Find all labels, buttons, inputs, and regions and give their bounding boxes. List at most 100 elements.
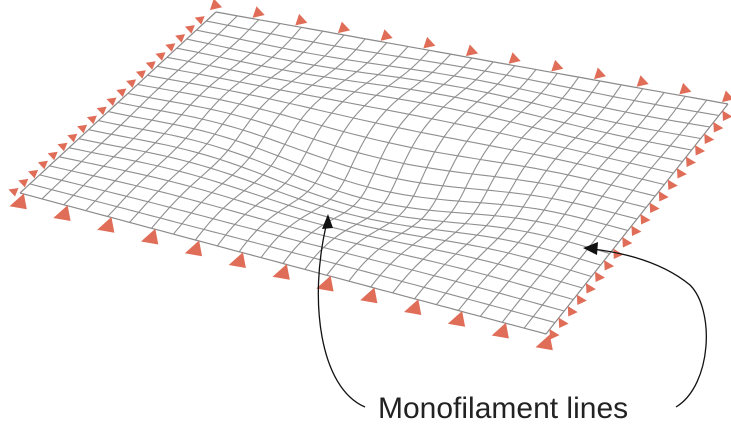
monofilament-line [172, 38, 366, 235]
triangle-support-icon [37, 160, 48, 170]
monofilament-line [68, 147, 592, 278]
monofilament-line [392, 76, 580, 294]
triangle-support-icon [184, 25, 195, 34]
monofilament-line [166, 56, 683, 163]
triangle-support-icon [126, 79, 137, 88]
monofilament-line [59, 156, 583, 289]
triangle-support-icon [713, 122, 724, 133]
triangle-support-icon [722, 90, 731, 103]
triangle-support-icon [165, 43, 176, 52]
triangle-support-icon [640, 214, 651, 225]
triangle-support-icon [97, 217, 115, 233]
triangle-support-icon [194, 16, 205, 25]
triangle-support-icon [604, 260, 615, 271]
triangle-support-icon [686, 156, 696, 167]
triangle-support-icon [649, 202, 660, 213]
triangle-support-icon [380, 29, 393, 41]
monofilament-line [39, 174, 565, 312]
triangle-support-icon [106, 97, 117, 106]
triangle-support-icon [53, 205, 71, 221]
triangle-support-icon [423, 36, 436, 49]
triangle-support-icon [272, 264, 290, 280]
monofilament-line [157, 65, 674, 174]
monofilament-line [85, 23, 281, 211]
edge-supports [8, 0, 731, 351]
monofilament-line [63, 19, 260, 206]
monofilament-line [414, 80, 601, 300]
right-annotation-arrow [592, 248, 707, 408]
monofilament-line [151, 34, 345, 229]
triangle-support-icon [585, 283, 596, 294]
monofilament-line [348, 69, 537, 282]
monofilament-line [435, 84, 622, 305]
triangle-support-icon [77, 124, 88, 134]
monofilament-line [41, 15, 238, 200]
triangle-support-icon [360, 287, 378, 304]
triangle-support-icon [676, 168, 687, 179]
monofilament-line [326, 65, 516, 276]
triangle-support-icon [184, 240, 203, 257]
annotation-arrows [317, 214, 707, 408]
triangle-support-icon [404, 299, 422, 315]
triangle-support-icon [252, 6, 265, 18]
monofilament-grid [19, 11, 729, 335]
monofilament-line [501, 95, 686, 323]
triangle-support-icon [18, 178, 29, 188]
triangle-support-icon [295, 13, 308, 26]
triangle-support-icon [155, 52, 166, 61]
monofilament-line [260, 53, 452, 258]
triangle-support-icon [622, 237, 633, 248]
triangle-support-icon [316, 275, 334, 292]
monofilament-line [29, 183, 556, 324]
monofilament-line [457, 88, 644, 311]
triangle-support-icon [636, 75, 649, 87]
monofilament-line [129, 30, 324, 223]
monofilament-line [282, 57, 473, 264]
arrowhead-icon [583, 242, 598, 255]
triangle-support-icon [67, 133, 78, 143]
triangle-support-icon [47, 151, 58, 161]
triangle-support-icon [9, 193, 27, 210]
triangle-support-icon [679, 82, 692, 95]
triangle-support-icon [57, 142, 68, 152]
triangle-support-icon [551, 59, 564, 72]
triangle-support-icon [535, 334, 553, 351]
triangle-support-icon [491, 322, 509, 339]
monofilament-line [19, 11, 217, 194]
triangle-support-icon [141, 228, 159, 245]
triangle-support-icon [86, 115, 97, 125]
triangle-support-icon [595, 271, 605, 282]
triangle-support-icon [116, 88, 127, 97]
monofilament-line [304, 61, 494, 270]
triangle-support-icon [508, 52, 521, 64]
monofilament-line [216, 46, 409, 247]
triangle-support-icon [209, 0, 223, 11]
monofilament-line [88, 129, 610, 255]
triangle-support-icon [631, 225, 642, 236]
triangle-support-icon [175, 34, 186, 43]
triangle-support-icon [465, 44, 479, 57]
arrowhead-icon [322, 214, 333, 229]
triangle-support-icon [658, 191, 669, 202]
monofilament-line [479, 92, 665, 317]
triangle-support-icon [8, 188, 19, 197]
triangle-support-icon [28, 169, 39, 179]
monofilament-line [238, 49, 430, 253]
monofilament-line [523, 99, 708, 329]
triangle-support-icon [576, 294, 587, 305]
triangle-support-icon [145, 61, 156, 70]
triangle-support-icon [667, 179, 678, 190]
triangle-support-icon [722, 110, 731, 121]
triangle-support-icon [558, 317, 569, 328]
triangle-support-icon [228, 252, 246, 268]
monofilament-line [370, 72, 558, 288]
triangle-support-icon [135, 70, 146, 79]
triangle-support-icon [567, 306, 578, 317]
triangle-support-icon [96, 106, 107, 116]
triangle-support-icon [695, 145, 706, 156]
triangle-support-icon [549, 329, 560, 340]
triangle-support-icon [337, 21, 351, 34]
monofilament-lines-label: Monofilament lines [378, 392, 628, 425]
left-annotation-arrow [317, 221, 366, 408]
